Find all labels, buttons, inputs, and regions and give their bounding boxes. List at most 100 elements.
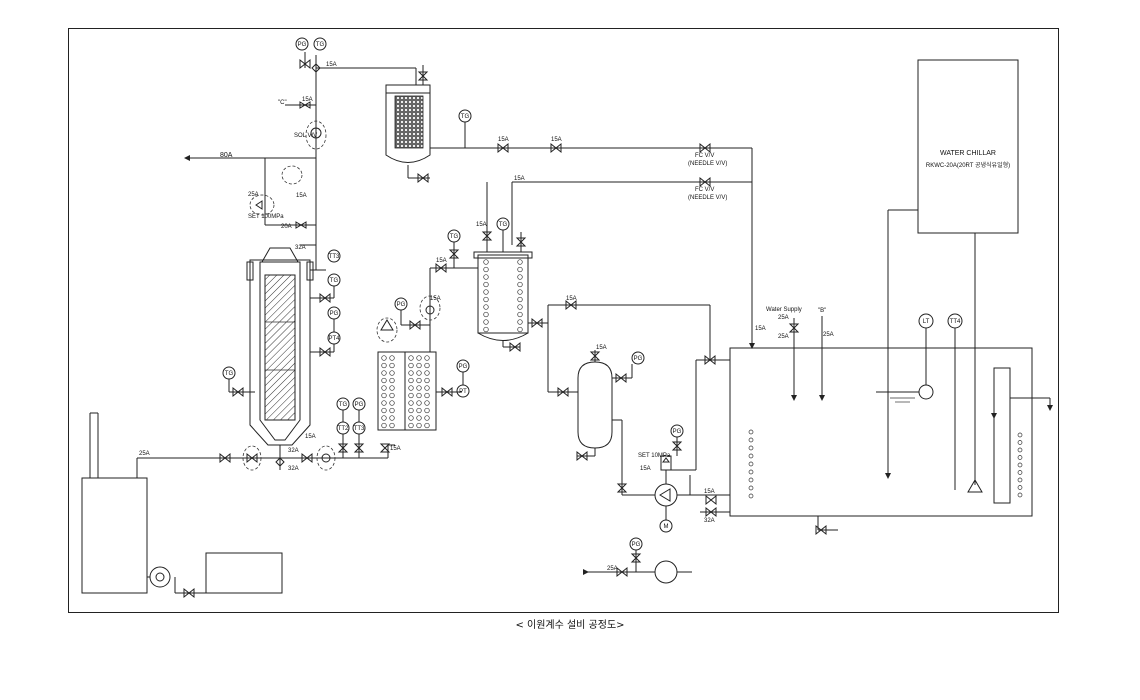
valve-reservoir-vent[interactable] [417, 71, 429, 81]
pipe-label: 15A [430, 296, 441, 302]
valve-hx-inlet[interactable] [481, 231, 493, 241]
tube-circle [517, 259, 523, 265]
circulation-pump[interactable] [654, 483, 678, 507]
valve-return[interactable] [705, 506, 717, 518]
valve-outlet[interactable] [616, 566, 628, 578]
valve-feed-2[interactable] [301, 452, 313, 464]
feed-pump[interactable] [147, 566, 171, 588]
pipe-label: 15A [296, 193, 307, 199]
pipe-label: 32A [295, 245, 306, 251]
valve-hx-in[interactable] [435, 262, 447, 274]
pipe-label: 15A [436, 258, 447, 264]
tube-circle [408, 415, 414, 421]
fc-needle-valve-2[interactable] [699, 176, 711, 188]
valve-tank-in[interactable] [704, 354, 716, 366]
svg-text:PG: PG [330, 311, 339, 317]
valve-cond-pt[interactable] [441, 386, 453, 398]
valve-20a[interactable] [295, 221, 307, 229]
valve-vessel-bottom[interactable] [275, 457, 285, 467]
valve-outlet-pg[interactable] [630, 553, 642, 563]
fc-needle-valve-1[interactable] [699, 142, 711, 154]
tube-circle [483, 259, 489, 265]
pipe-label: 15A [514, 176, 525, 182]
tube-circle [389, 377, 395, 384]
safety-valve-cond[interactable] [376, 317, 398, 343]
valve-sep-drain[interactable] [576, 450, 588, 462]
svg-text:TG: TG [461, 114, 470, 120]
chiller-title: WATER CHILLAR [940, 150, 996, 157]
tube-circle [748, 429, 754, 435]
valve-bottom-a[interactable] [337, 443, 349, 453]
tube-circle [381, 377, 387, 384]
tube-circle [1017, 432, 1023, 438]
pipe-label: 32A [288, 448, 299, 454]
tube-circle [1017, 477, 1023, 483]
pipe-label: 15A [640, 466, 651, 472]
valve-water-supply[interactable] [788, 323, 800, 333]
valve-pump-outlet[interactable] [183, 587, 195, 599]
pg-gauge-vessel: PG [327, 306, 341, 320]
tube-circle [748, 493, 754, 499]
tg-gauge-hx-in: TG [447, 229, 461, 243]
valve-hx-in-tg[interactable] [448, 249, 460, 259]
relief-valve-cond[interactable] [419, 295, 441, 321]
relief-valve-100mpa[interactable] [249, 165, 303, 216]
valve-left-tg[interactable] [232, 386, 244, 398]
fc-valve-1-label: FC V/V [695, 153, 714, 159]
pipe-label: 15A [390, 446, 401, 452]
top-tg-gauge: TG [313, 37, 327, 51]
valve-reservoir-drain[interactable] [417, 172, 429, 184]
valve-vessel-tg[interactable] [319, 292, 331, 304]
tube-circle [424, 392, 430, 399]
valve-top-1[interactable] [299, 58, 311, 70]
tube-circle [1017, 485, 1023, 490]
svg-text:TG: TG [316, 42, 325, 48]
tank-coil-right [1017, 432, 1023, 498]
tube-circle [381, 407, 387, 414]
tube-circle [381, 392, 387, 399]
sol-valve-label: SOL V/V [294, 133, 317, 139]
tube-circle [416, 415, 422, 421]
valve-hx-drain[interactable] [509, 341, 521, 353]
valve-bottom-c[interactable] [379, 443, 391, 453]
valve-feed-1[interactable] [219, 452, 231, 464]
sol-valve[interactable] [305, 120, 327, 150]
valve-line-1[interactable] [497, 142, 509, 154]
tube-circle [381, 355, 387, 361]
set-10mpa-label: SET 10MPa [638, 453, 671, 459]
valve-line-2[interactable] [550, 142, 562, 154]
relief-valve-10mpa[interactable] [660, 455, 672, 471]
tube-circle [483, 311, 489, 318]
valve-sep-vent[interactable] [589, 351, 601, 361]
valve-cond-pg[interactable] [409, 319, 421, 331]
tg-gauge-hx: TG [496, 217, 510, 231]
check-valve-bypass[interactable] [565, 299, 577, 311]
valve-top-2[interactable] [311, 63, 321, 73]
valve-pump-suction[interactable] [616, 483, 628, 493]
valve-vessel-pt4[interactable] [319, 346, 331, 358]
tube-circle [748, 477, 754, 483]
tube-circle [424, 385, 430, 391]
valve-bottom-b[interactable] [353, 443, 365, 453]
valve-pump-out[interactable] [705, 494, 717, 506]
tube-circle [389, 392, 395, 399]
valve-pump-pg[interactable] [671, 441, 683, 451]
pg-gauge-pump: PG [670, 424, 684, 438]
tt4-sensor: TT4 [947, 313, 963, 329]
tube-circle [483, 296, 489, 303]
svg-text:TG: TG [225, 371, 234, 377]
pipe-label: 25A [823, 332, 834, 338]
valve-c-line[interactable] [299, 101, 311, 109]
check-valve-feed[interactable] [242, 445, 262, 471]
valve-sep-in[interactable] [557, 386, 569, 398]
svg-text:TG: TG [499, 222, 508, 228]
check-valve-feed-2[interactable] [316, 445, 336, 471]
svg-text:TT4: TT4 [950, 319, 961, 325]
valve-tank-drain[interactable] [815, 524, 827, 536]
valve-hx-out[interactable] [531, 317, 543, 329]
outlet-pump[interactable] [654, 560, 678, 584]
tube-circle [389, 422, 395, 429]
valve-sep-pg[interactable] [615, 372, 627, 384]
tube-circle [424, 415, 430, 421]
b-tag-label: "B" [818, 308, 826, 314]
